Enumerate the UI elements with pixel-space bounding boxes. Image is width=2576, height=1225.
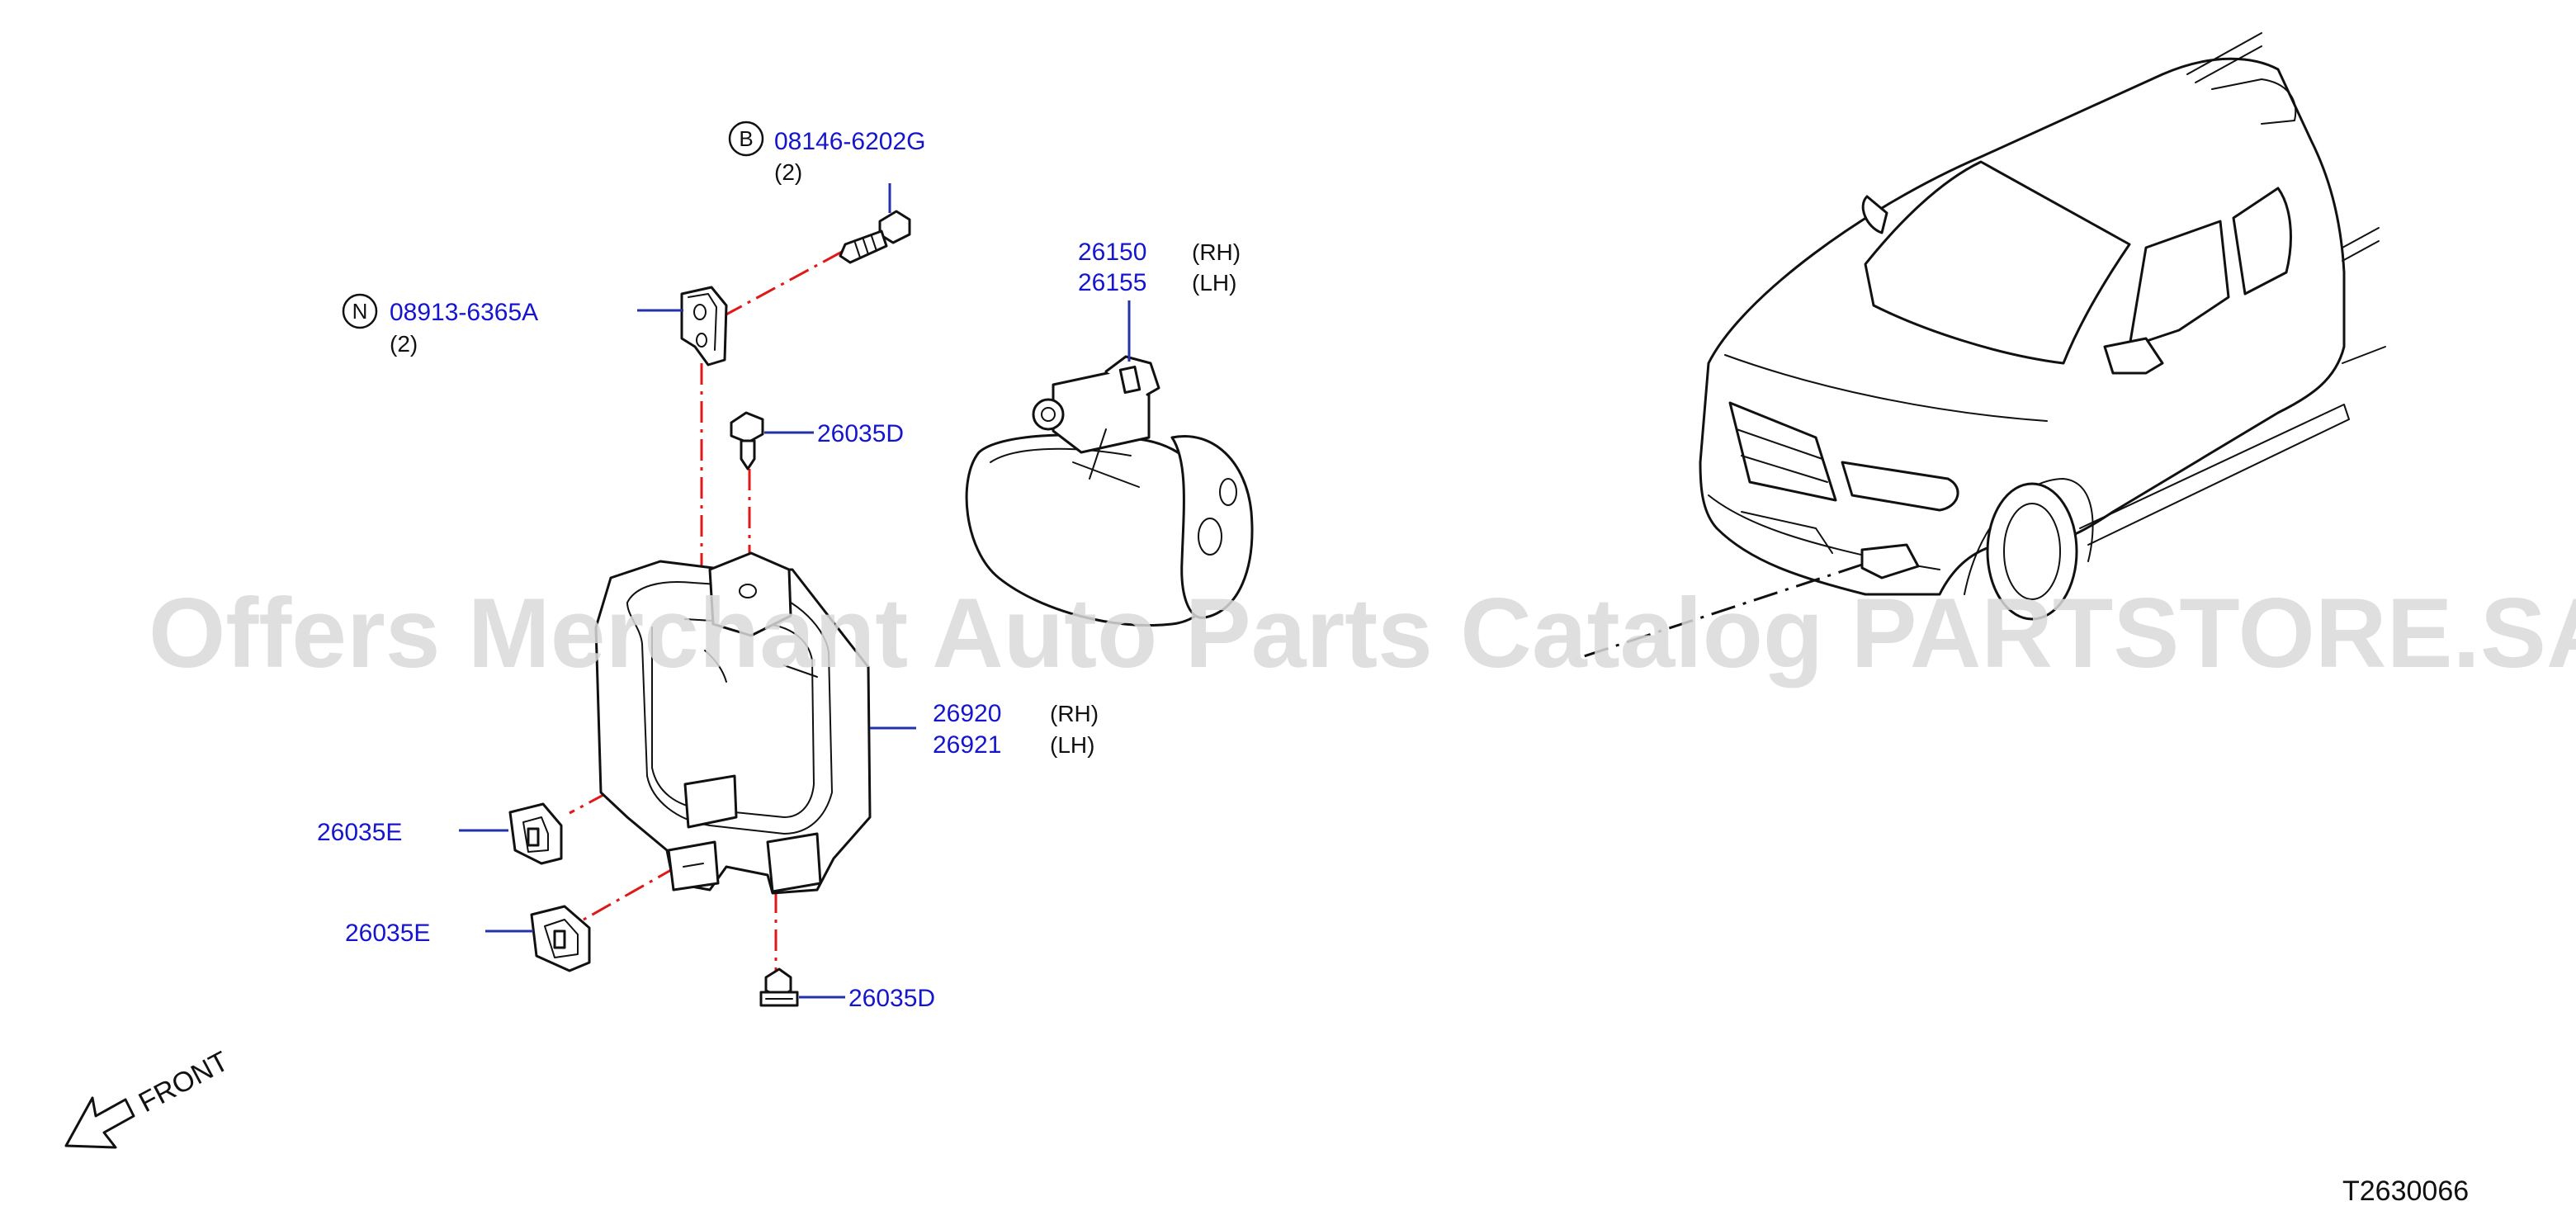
bolt-quantity: (2) (774, 159, 802, 185)
fog-lamp-side-rh: (RH) (1192, 239, 1241, 265)
bolt-badge-letter: B (739, 126, 753, 151)
clip-nut-icon[interactable] (680, 286, 728, 367)
diagram-id: T2630066 (2342, 1175, 2469, 1207)
bolt-callout[interactable]: B 08146-6202G (2) (728, 121, 926, 185)
bracket-side-rh: (RH) (1050, 701, 1099, 726)
front-label: FRONT (134, 1046, 234, 1119)
nut-badge-letter: N (352, 299, 368, 324)
fog-lamp-icon[interactable] (965, 355, 1254, 627)
bracket-callout[interactable]: 26920 (RH) 26921 (LH) (933, 700, 1099, 759)
bolt-part-number[interactable]: 08146-6202G (774, 128, 926, 155)
push-clip-top-icon[interactable] (730, 411, 764, 471)
fog-lamp-bracket-icon[interactable] (594, 551, 872, 895)
bolt-badge (728, 121, 764, 157)
nut-quantity: (2) (390, 331, 418, 357)
clip-bottom-part-number[interactable]: 26035D (848, 985, 935, 1012)
front-arrow-icon (64, 1096, 135, 1149)
bolt-icon[interactable] (839, 210, 911, 264)
bracket-side-lh: (LH) (1050, 732, 1094, 758)
nut-badge (342, 293, 378, 329)
fog-lamp-callout[interactable]: 26150 (RH) 26155 (LH) (1078, 239, 1241, 296)
vehicle-location-pointer (1576, 563, 1863, 660)
bracket-part-lh[interactable]: 26921 (933, 731, 1001, 759)
clip-top-part-number[interactable]: 26035D (817, 420, 904, 447)
fog-lamp-part-lh[interactable]: 26155 (1078, 269, 1146, 296)
bracket-part-rh[interactable]: 26920 (933, 700, 1001, 727)
nut-callout[interactable]: N 08913-6365A (2) (342, 293, 538, 357)
clip-e-upper-part-number[interactable]: 26035E (317, 819, 402, 846)
nut-part-number[interactable]: 08913-6365A (390, 299, 538, 326)
watermark: Offers Merchant Auto Parts Catalog PARTS… (149, 578, 2576, 688)
clip-e-lower-part-number[interactable]: 26035E (345, 920, 430, 947)
retainer-clip-lower-icon[interactable] (530, 905, 591, 972)
fog-lamp-side-lh: (LH) (1192, 270, 1236, 296)
vehicle-overview-icon (1699, 32, 2386, 621)
fog-lamp-part-rh[interactable]: 26150 (1078, 239, 1146, 266)
retainer-clip-upper-icon[interactable] (508, 802, 563, 865)
push-clip-bottom-icon[interactable] (759, 967, 799, 1007)
